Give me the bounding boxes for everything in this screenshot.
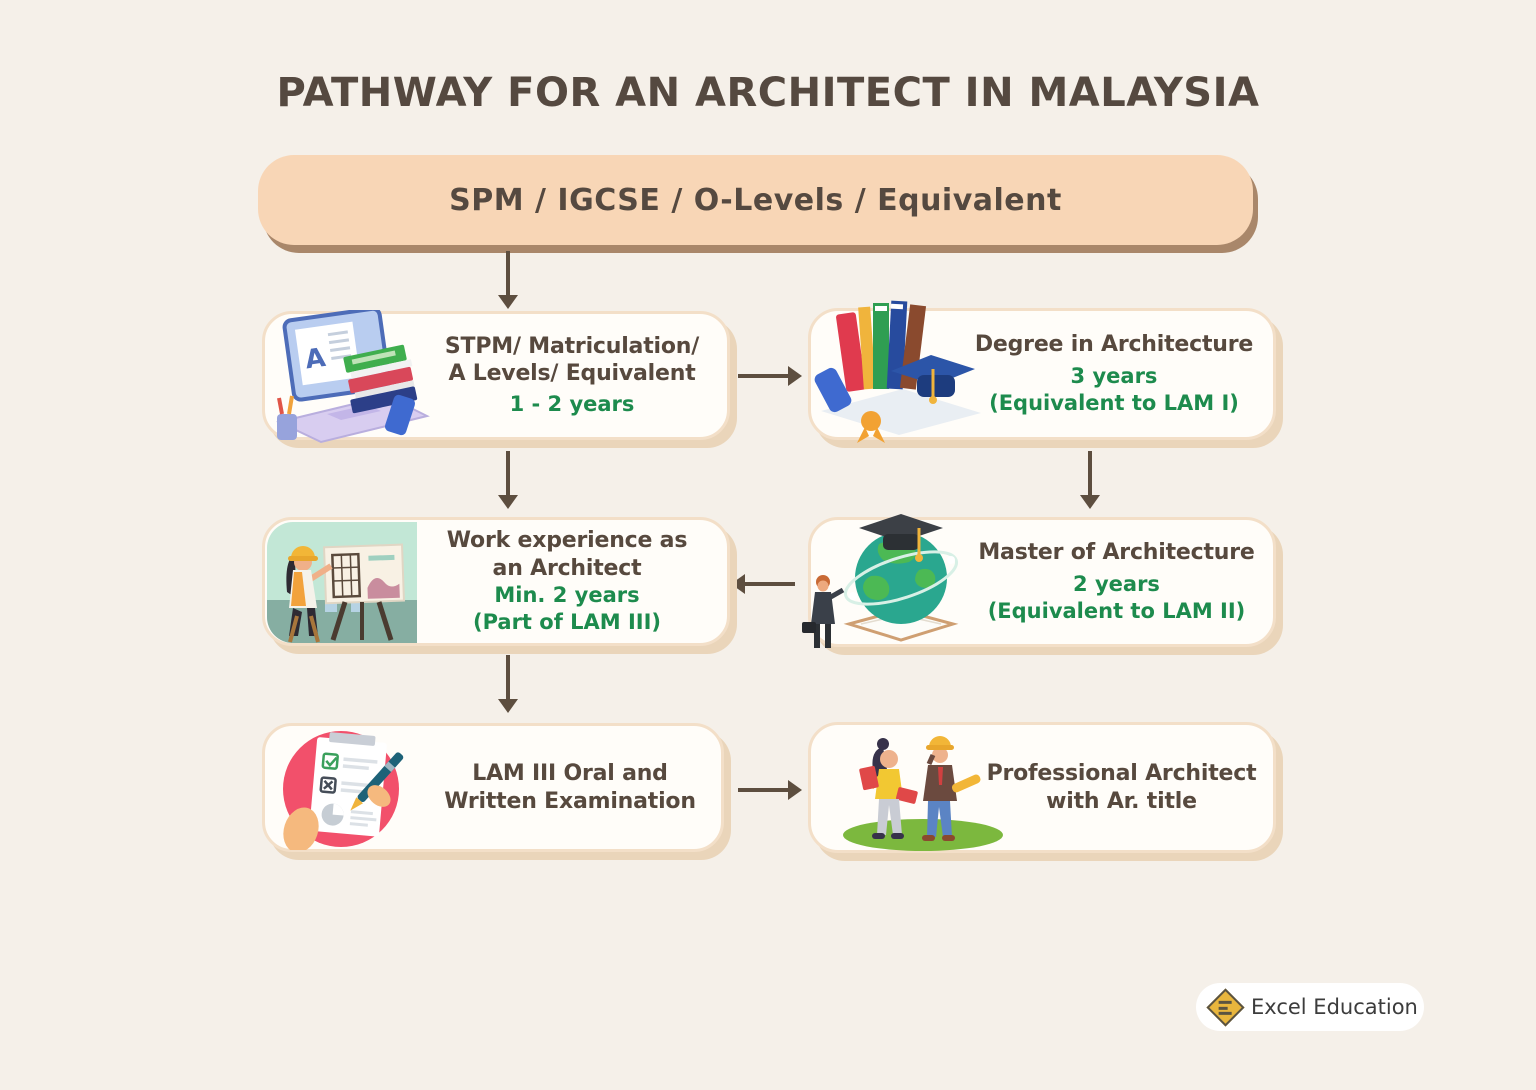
globe-graduation-cap-icon <box>802 514 959 648</box>
node-degree-title: Degree in Architecture <box>974 332 1254 358</box>
node-work-duration: Min. 2 years <box>494 582 640 607</box>
node-work-note: (Part of LAM III) <box>472 609 662 634</box>
node-degree: Degree in Architecture 3 years (Equivale… <box>808 300 1276 443</box>
node-spm-label: SPM / IGCSE / O-Levels / Equivalent <box>449 182 1062 218</box>
node-work-text: Work experience as an Architect Min. 2 y… <box>423 527 727 635</box>
node-spm: SPM / IGCSE / O-Levels / Equivalent <box>258 155 1253 245</box>
page-title: PATHWAY FOR AN ARCHITECT IN MALAYSIA <box>276 70 1260 116</box>
node-stpm-title: STPM/ Matriculation/ A Levels/ Equivalen… <box>444 333 700 387</box>
excel-education-logo-text: Excel Education <box>1251 995 1418 1019</box>
node-degree-text: Degree in Architecture 3 years (Equivale… <box>971 331 1273 416</box>
node-professional-text: Professional Architect with Ar. title <box>986 760 1273 815</box>
node-lam3-title: LAM III Oral and Written Examination <box>444 761 696 814</box>
excel-education-logo: Excel Education <box>1196 983 1424 1031</box>
node-stpm-text: STPM/ Matriculation/ A Levels/ Equivalen… <box>433 333 727 418</box>
arrow-work-to-lam3 <box>498 655 518 713</box>
node-degree-duration: 3 years <box>1070 363 1158 388</box>
node-master-title: Master of Architecture <box>978 540 1255 566</box>
node-lam3-text: LAM III Oral and Written Examination <box>435 760 721 815</box>
node-professional: Professional Architect with Ar. title <box>808 722 1276 853</box>
laptop-books-icon: A <box>276 310 430 444</box>
exam-checklist-icon <box>283 731 404 850</box>
node-stpm: A STPM/ Matriculation/ <box>262 310 730 444</box>
arrow-lam3-to-professional <box>738 780 802 800</box>
node-master-duration: 2 years <box>1073 571 1160 596</box>
arrow-spm-to-stpm <box>498 251 518 309</box>
arrow-master-to-work <box>731 574 795 594</box>
node-stpm-duration: 1 - 2 years <box>509 392 635 417</box>
node-lam3: LAM III Oral and Written Examination <box>262 723 724 852</box>
node-work-title: Work experience as an Architect <box>446 528 688 581</box>
node-professional-title: Professional Architect with Ar. title <box>986 761 1257 814</box>
books-graduation-cap-icon <box>814 300 981 443</box>
svg-text:A: A <box>303 343 327 376</box>
arrow-degree-to-master <box>1080 451 1100 509</box>
node-work: Work experience as an Architect Min. 2 y… <box>262 517 730 646</box>
arrow-stpm-to-degree <box>738 366 802 386</box>
node-master: Master of Architecture 2 years (Equivale… <box>802 514 1276 648</box>
excel-education-diamond-icon <box>1206 987 1245 1027</box>
architects-people-icon <box>843 736 1003 851</box>
arrow-stpm-to-work <box>498 451 518 509</box>
architect-drafting-illustration <box>267 522 417 643</box>
node-master-text: Master of Architecture 2 years (Equivale… <box>976 539 1273 624</box>
node-master-note: (Equivalent to LAM II) <box>987 598 1246 623</box>
node-degree-note: (Equivalent to LAM I) <box>989 390 1239 415</box>
